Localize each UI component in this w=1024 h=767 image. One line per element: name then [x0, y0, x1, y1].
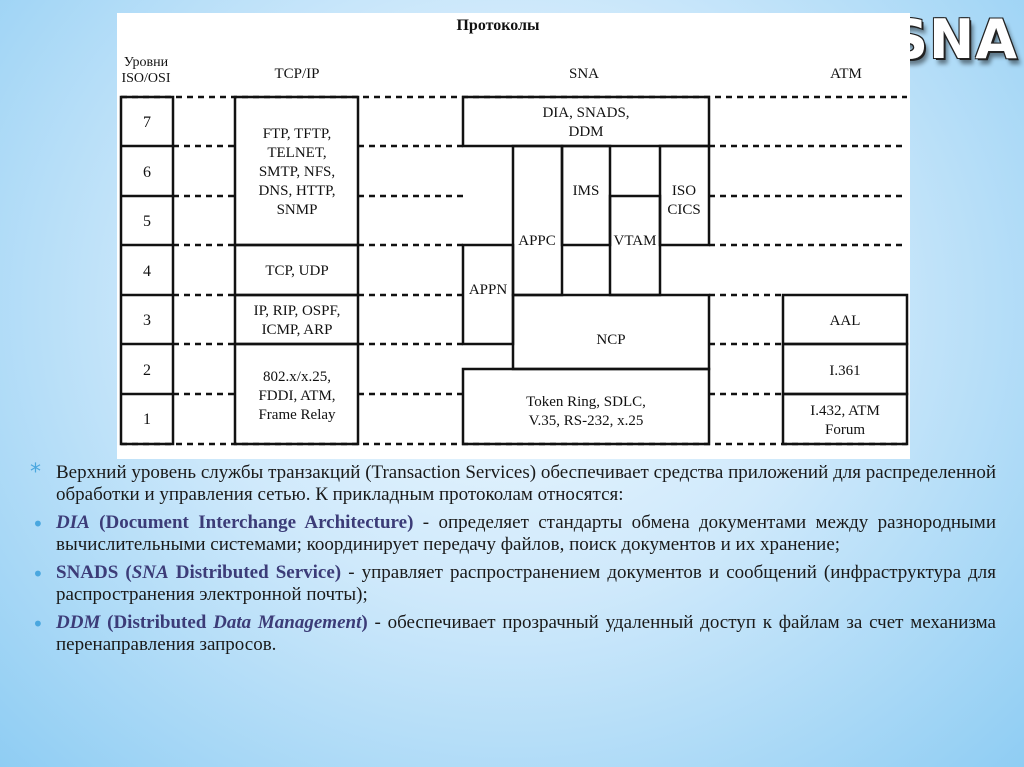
- atm-i432-line: I.432, ATM: [810, 403, 880, 419]
- tcpip-link-line: FDDI, ATM,: [258, 388, 335, 404]
- bullet-snads: • SNADS (SNA Distributed Service) - управ…: [28, 562, 996, 606]
- tcpip-link-line: 802.x/x.25,: [263, 369, 331, 385]
- atm-i432-box: [781, 392, 909, 446]
- snads-rest: Distributed Service): [168, 562, 342, 583]
- bullet-ddm: • DDM (Distributed Data Management) - обе…: [28, 612, 996, 656]
- sna-appc-label: APPC: [518, 233, 556, 249]
- ddm-mid: (Distributed: [100, 612, 214, 633]
- ddm-description: - обеспечивает прозрачный удаленный дост…: [56, 612, 996, 655]
- sna-ncp-label: NCP: [596, 332, 625, 348]
- sna-appn-label: APPN: [469, 282, 508, 298]
- sna-phys-line: Token Ring, SDLC,: [526, 394, 646, 410]
- intro-paragraph: * Верхний уровень службы транзакций (Tran…: [28, 462, 996, 506]
- bullet-dot-icon: •: [32, 512, 44, 536]
- tcpip-network-line: IP, RIP, OSPF,: [254, 303, 341, 319]
- snads-description: - управляет распространением документов …: [56, 562, 996, 605]
- tcpip-transport-label: TCP, UDP: [265, 263, 328, 279]
- col-header-atm: ATM: [830, 66, 862, 82]
- sna-vtam-label: VTAM: [614, 233, 657, 249]
- diagram-header: Протоколы: [456, 17, 540, 34]
- levels-header-1: Уровни: [124, 55, 169, 70]
- bullet-dot-icon: •: [32, 612, 44, 636]
- ddm-close: ): [361, 612, 368, 633]
- level-5: 5: [143, 213, 151, 230]
- tcpip-app-line: SMTP, NFS,: [259, 164, 335, 180]
- star-bullet-icon: *: [30, 460, 41, 485]
- tcpip-app-line: DNS, HTTP,: [258, 183, 335, 199]
- level-3: 3: [143, 312, 151, 329]
- sna-iso-line: ISO: [672, 183, 696, 199]
- dia-expansion: (Document Interchange Architecture): [89, 512, 414, 533]
- dia-description: - определяет стандарты обмена документам…: [56, 512, 997, 555]
- sna-ims-label: IMS: [573, 183, 600, 199]
- ddm-term: DDM: [56, 612, 101, 633]
- tcpip-app-line: FTP, TFTP,: [263, 126, 332, 142]
- tcpip-link-line: Frame Relay: [258, 407, 336, 423]
- snads-term: SNADS (: [56, 562, 132, 583]
- tcpip-app-line: SNMP: [277, 202, 318, 218]
- level-4: 4: [143, 263, 151, 280]
- atm-i361-label: I.361: [829, 363, 860, 379]
- atm-aal-label: AAL: [830, 313, 861, 329]
- snads-italic: SNA: [131, 562, 169, 583]
- sna-dia-line: DIA, SNADS,: [542, 105, 629, 121]
- description-text: * Верхний уровень службы транзакций (Tran…: [28, 462, 996, 662]
- level-1: 1: [143, 411, 151, 428]
- ddm-italic: Data Management: [213, 612, 362, 633]
- level-separators: [121, 95, 907, 446]
- sna-iso-line: CICS: [667, 202, 700, 218]
- col-header-tcpip: TCP/IP: [274, 66, 319, 82]
- tcpip-network-line: ICMP, ARP: [262, 322, 333, 338]
- sna-dia-line: DDM: [568, 124, 603, 140]
- dia-term: DIA: [56, 512, 90, 533]
- level-2: 2: [143, 362, 151, 379]
- level-7: 7: [143, 114, 151, 131]
- atm-i432-line: Forum: [825, 422, 865, 438]
- level-6: 6: [143, 164, 151, 181]
- sna-phys-line: V.35, RS-232, x.25: [529, 413, 644, 429]
- bullet-dia: • DIA (Document Interchange Architecture)…: [28, 512, 996, 556]
- intro-text: Верхний уровень службы транзакций (Trans…: [56, 462, 996, 505]
- tcpip-app-line: TELNET,: [267, 145, 326, 161]
- sna-appc-box: [511, 144, 564, 297]
- col-header-sna: SNA: [569, 66, 599, 82]
- bullet-dot-icon: •: [32, 562, 44, 586]
- levels-header-2: ISO/OSI: [121, 71, 170, 86]
